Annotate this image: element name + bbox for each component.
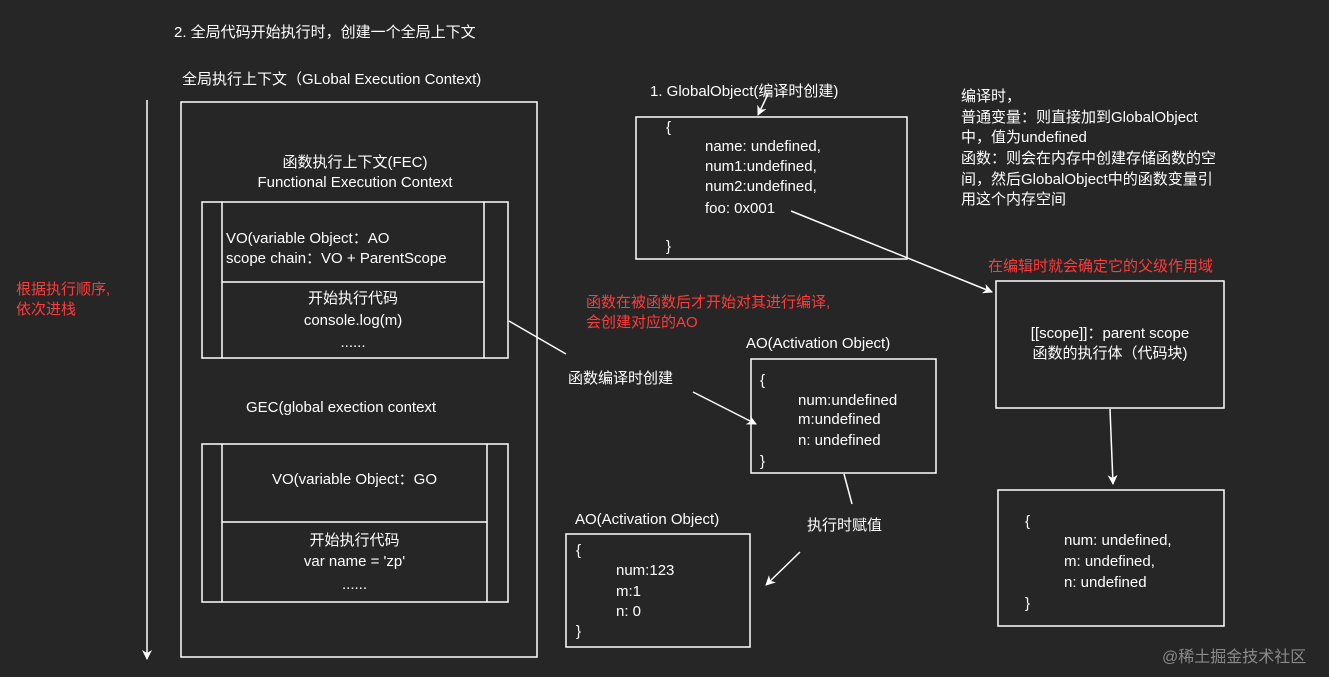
gec-box [201,443,509,603]
fec-scope-chain-line: scope chain：VO + ParentScope [226,250,447,267]
gec-outer-title: 全局执行上下文（GLobal Execution Context) [182,71,482,88]
arrow-foo-to-function-body [790,210,993,294]
watermark: @稀土掘金技术社区 [1162,649,1307,666]
global-object-name: name: undefined, [705,138,821,155]
undefined-box-n: n: undefined [1064,574,1147,591]
global-object-brace-close: } [666,238,672,255]
global-execution-context-box [180,101,538,658]
arrow-exec-label-to-ao-exec [765,551,801,586]
fec-vo-line: VO(variable Object：AO [226,230,390,247]
compile-note-line2: 普通变量：则直接加到GlobalObject [961,109,1198,126]
ao-compile-num: num:undefined [798,392,898,409]
global-object-num2: num2:undefined, [705,178,817,195]
create-at-compile-label: 函数编译时创建 [568,370,674,387]
global-object-foo: foo: 0x001 [705,200,776,217]
gec-exec-line3: ...... [341,576,367,593]
ao-exec-brace-open: { [576,542,582,559]
fec-exec-line3: ...... [340,334,366,351]
function-compile-note-line2: 会创建对应的AO [586,314,698,331]
ao-exec-n: n: 0 [616,603,642,620]
ao-exec-brace-close: } [576,623,582,640]
ao-exec-m: m:1 [616,583,642,600]
ao-exec-title: AO(Activation Object) [575,511,720,528]
global-object-brace-open: { [666,119,672,136]
undefined-box-num: num: undefined, [1064,532,1172,549]
ao-exec-box [565,533,751,648]
arrow-into-global-object [757,93,769,116]
fec-exec-line2: console.log(m) [303,312,403,329]
stack-order-note-line2: 依次进栈 [16,301,77,318]
ao-compile-brace-open: { [760,372,766,389]
connector-ao-to-exec-label [843,473,853,505]
ao-compile-brace-close: } [760,453,766,470]
global-object-box [635,116,908,260]
function-compile-note-line1: 函数在被函数后才开始对其进行编译, [586,294,831,311]
function-body-code: 函数的执行体（代码块) [1032,345,1188,362]
gec-exec-line2: var name = 'zp' [303,553,406,570]
arrow-function-body-to-undefined-box [1107,408,1118,485]
fec-title-line2: Functional Execution Context [257,174,453,191]
compile-note-line6: 用这个内存空间 [961,191,1067,208]
undefined-box-brace-close: } [1025,595,1031,612]
compile-note-line5: 间，然后GlobalObject中的函数变量引 [961,171,1213,188]
compile-note-line3: 中，值为undefined [961,129,1087,146]
undefined-vars-box [997,489,1225,627]
function-body-scope: [[scope]]：parent scope [1030,325,1190,342]
global-object-num1: num1:undefined, [705,158,817,175]
compile-note-line1: 编译时， [961,88,1022,105]
global-object-title: 1. GlobalObject(编译时创建) [650,83,839,100]
gec-vo-line: VO(variable Object：GO [271,471,438,488]
ao-compile-m: m:undefined [798,411,881,428]
parent-scope-note: 在编辑时就会确定它的父级作用域 [988,258,1214,275]
fec-exec-line1: 开始执行代码 [307,290,398,307]
undefined-box-brace-open: { [1025,513,1031,530]
assign-at-exec-label: 执行时赋值 [807,517,883,534]
ao-compile-title: AO(Activation Object) [746,335,891,352]
function-body-box [995,280,1225,409]
fec-box [201,201,509,359]
compile-note-line4: 函数：则会在内存中创建存储函数的空 [961,150,1217,167]
gec-exec-line1: 开始执行代码 [309,532,400,549]
arrow-compile-label-to-ao [692,391,757,425]
ao-exec-num: num:123 [616,562,675,579]
heading: 2. 全局代码开始执行时，创建一个全局上下文 [174,24,476,41]
ao-compile-n: n: undefined [798,432,881,449]
fec-title-line1: 函数执行上下文(FEC) [282,154,428,171]
stack-order-note-line1: 根据执行顺序, [16,281,111,298]
undefined-box-m: m: undefined, [1064,553,1155,570]
gec-title: GEC(global exection context [246,399,437,416]
connector-fec-to-compile-label [508,320,567,355]
